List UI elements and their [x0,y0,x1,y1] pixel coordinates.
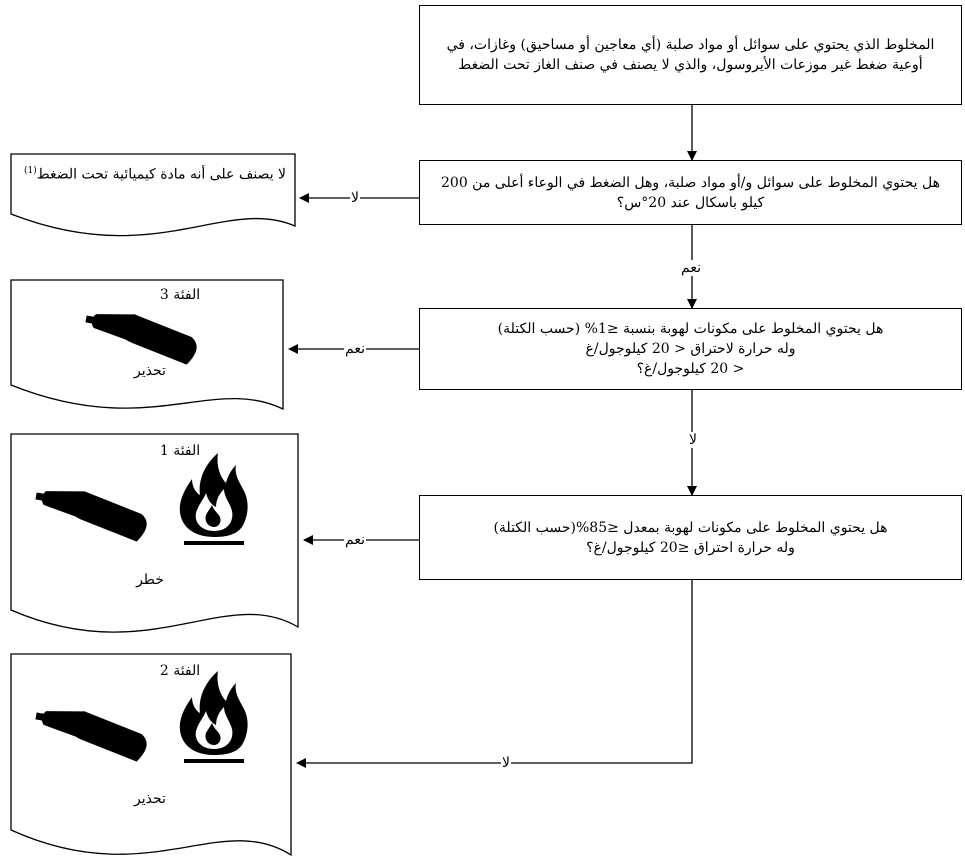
decision-flammable-85pct-line1: هل يحتوي المخلوط على مكونات لهوبة بمعدل … [493,519,888,536]
cat2-title: الفئة 2 [159,663,201,679]
start-box-text: المخلوط الذي يحتوي على سوائل أو مواد صلب… [446,37,935,73]
edge-label-q2-yes: نعم [344,341,366,357]
edge-label-q3-yes: نعم [344,532,366,548]
decision-flammable-1pct-line1: هل يحتوي المخلوط على مكونات لهوبة بنسبة … [497,321,884,337]
start-box: المخلوط الذي يحتوي على سوائل أو مواد صلب… [419,5,962,105]
decision-pressure-box: هل يحتوي المخلوط على سوائل و/أو مواد صلب… [419,160,962,225]
not-classified-text: لا يصنف على أنه مادة كيميائية تحت الضغط(… [23,166,287,183]
footnote-marker: (1) [23,166,37,176]
decision-flammable-85pct-line2: وله حرارة احتراق ≤20 كيلوجول/غ؟ [586,539,795,556]
cat3-signal-word: تحذير [134,363,166,379]
decision-flammable-1pct-line3: < 20 كيلوجول/غ؟ [636,361,745,377]
edge-label-q1-yes: نعم [680,260,702,276]
cat1-signal-word: خطر [136,572,164,588]
cat2-signal-word: تحذير [134,791,166,807]
doc-cat1 [10,433,299,633]
doc-cat2 [10,653,292,857]
edge-label-q1-no: لا [350,190,360,206]
cat3-title: الفئة 3 [159,287,201,303]
connector-q3-cat2 [296,580,693,768]
edge-label-q3-no: لا [501,755,511,771]
edge-label-q2-no: لا [688,432,698,448]
decision-flammable-1pct-line2: وله حرارة لاحتراق < 20 كيلوجول/غ [585,341,796,357]
cat1-title: الفئة 1 [159,443,201,459]
decision-pressure-text: هل يحتوي المخلوط على سوائل و/أو مواد صلب… [441,174,940,211]
decision-flammable-1pct-box: هل يحتوي المخلوط على مكونات لهوبة بنسبة … [419,308,962,390]
doc-not-classified [10,153,296,237]
decision-flammable-85pct-box: هل يحتوي المخلوط على مكونات لهوبة بمعدل … [419,495,962,580]
